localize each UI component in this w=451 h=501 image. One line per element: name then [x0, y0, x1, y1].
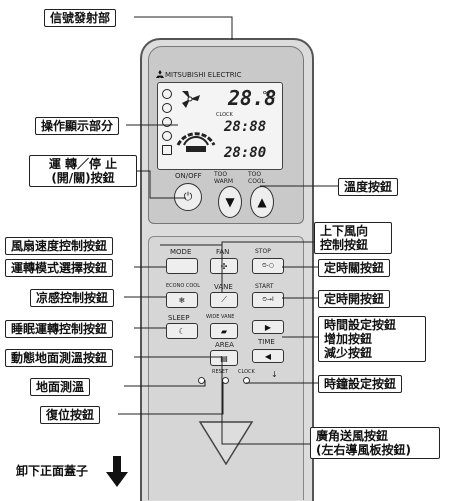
callout-clock-set: 時鐘設定按鈕	[318, 375, 403, 393]
cool-mode-icon	[162, 103, 172, 113]
callout-remove-cover: 卸下正面蓋子	[16, 464, 89, 478]
on-off-label: ON/OFF	[175, 172, 202, 180]
lcd-display: 28.8 °C CLOCK 28:88 28:80	[157, 82, 283, 170]
wide-vane-icon: ▰	[220, 326, 228, 336]
left-arrow-icon: ◀	[264, 351, 272, 361]
timer-on-icon: ⏲→I	[262, 296, 274, 303]
area-label: AREA	[215, 341, 234, 349]
power-icon: ⏻	[183, 190, 193, 203]
callout-sleep: 睡眠運轉控制按鈕	[5, 320, 114, 338]
callout-timer-stop: 定時關按鈕	[318, 259, 391, 277]
mitsubishi-logo-icon	[156, 70, 164, 78]
callout-reset: 復位按鈕	[40, 406, 101, 424]
callout-on-off-line1: 運 轉／停 止	[48, 157, 118, 171]
right-arrow-icon: ▶	[264, 322, 272, 332]
temperature-up-button[interactable]: ▲	[250, 186, 274, 218]
fan-label: FAN	[216, 248, 230, 256]
callout-vane-line2: 控制按鈕	[320, 238, 369, 252]
down-arrow-icon	[106, 456, 128, 487]
callout-floor-temp-control: 動態地面測溫按鈕	[5, 349, 114, 367]
too-cool-label: TOO COOL	[248, 171, 265, 185]
callout-mode-select: 運轉模式選擇按鈕	[5, 259, 114, 277]
time-label: TIME	[258, 338, 275, 346]
callout-floor-temp: 地面測溫	[30, 378, 91, 396]
vane-position-icon	[176, 132, 216, 152]
mode-button[interactable]	[166, 258, 198, 274]
callout-wide-vane-line2: (左右導風板按鈕)	[316, 443, 411, 457]
callout-vane: 上下風向 控制按鈕	[314, 222, 392, 254]
lcd-timer-time: 28:80	[224, 145, 267, 161]
wide-vane-label: WIDE VANE	[206, 314, 235, 320]
lcd-clock-time: 28:88	[224, 119, 267, 135]
reset-label: RESET	[212, 369, 229, 375]
mode-label: MODE	[170, 248, 192, 256]
vane-button[interactable]: ⟋	[210, 292, 238, 308]
auto-mode-icon	[162, 89, 172, 99]
econo-cool-button[interactable]: ❄	[166, 292, 198, 308]
callout-temperature: 溫度按鈕	[338, 178, 399, 196]
time-up-button[interactable]: ▶	[252, 320, 284, 334]
start-label: START	[255, 283, 274, 290]
econo-cool-label: ECONO COOL	[166, 283, 200, 289]
callout-display: 操作顯示部分	[35, 117, 120, 135]
sleep-button[interactable]: ☾	[166, 323, 198, 339]
fan-speed-icon	[182, 91, 200, 108]
up-arrow-icon: ▲	[257, 195, 267, 209]
down-arrow-icon: ▼	[225, 195, 235, 209]
wide-vane-button[interactable]: ▰	[210, 323, 238, 339]
cover-release-icon	[198, 421, 254, 466]
area-button[interactable]: ▤	[210, 350, 238, 366]
callout-time-line3: 減少按鈕	[324, 346, 373, 360]
floor-icon: ▤	[220, 353, 228, 363]
callout-time-line2: 增加按鈕	[324, 332, 373, 346]
fan-mode-icon	[162, 145, 172, 155]
vane-icon: ⟋	[221, 295, 227, 304]
callout-wide-vane-line1: 廣角送風按鈕	[316, 429, 389, 443]
too-warm-label: TOO WARM	[214, 171, 234, 185]
clock-label: CLOCK	[238, 369, 255, 375]
dry-mode-icon	[162, 117, 172, 127]
timer-start-button[interactable]: ⏲→I	[252, 292, 284, 308]
callout-vane-line1: 上下風向	[320, 224, 369, 238]
snowflake-icon: ❄	[178, 295, 186, 305]
stop-label: STOP	[255, 248, 271, 255]
fan-icon: ✣	[220, 261, 228, 271]
heat-mode-icon	[162, 131, 172, 141]
timer-stop-button[interactable]: ⏲-○	[252, 258, 284, 274]
lcd-temperature-unit: °C	[262, 89, 276, 102]
callout-fan-speed: 風扇速度控制按鈕	[5, 237, 114, 255]
callout-on-off-line2: (開/關)按鈕	[51, 171, 115, 185]
time-down-button[interactable]: ◀	[252, 349, 284, 363]
callout-timer-start: 定時開按鈕	[318, 290, 391, 308]
vane-label: VANE	[214, 283, 233, 291]
down-marker-icon: ↓	[271, 370, 278, 379]
callout-time-line1: 時間設定按鈕	[324, 318, 397, 332]
timer-off-icon: ⏲-○	[261, 262, 275, 269]
lcd-clock-label: CLOCK	[216, 112, 233, 118]
fan-button[interactable]: ✣	[210, 258, 238, 274]
sleep-label: SLEEP	[168, 314, 190, 322]
callout-cool-sense: 凉感控制按鈕	[30, 289, 115, 307]
lcd-temperature: 28.8	[228, 86, 277, 110]
temperature-down-button[interactable]: ▼	[218, 186, 242, 218]
on-off-button[interactable]: ⏻	[174, 183, 202, 211]
callout-time-set: 時間設定按鈕 增加按鈕 減少按鈕	[318, 316, 426, 362]
callout-signal-emitter: 信號發射部	[44, 9, 117, 27]
brand-label: MITSUBISHI ELECTRIC	[165, 71, 242, 79]
sleep-icon: ☾	[178, 326, 186, 336]
callout-on-off: 運 轉／停 止 (開/關)按鈕	[29, 155, 137, 187]
callout-wide-vane: 廣角送風按鈕 (左右導風板按鈕)	[310, 427, 440, 459]
